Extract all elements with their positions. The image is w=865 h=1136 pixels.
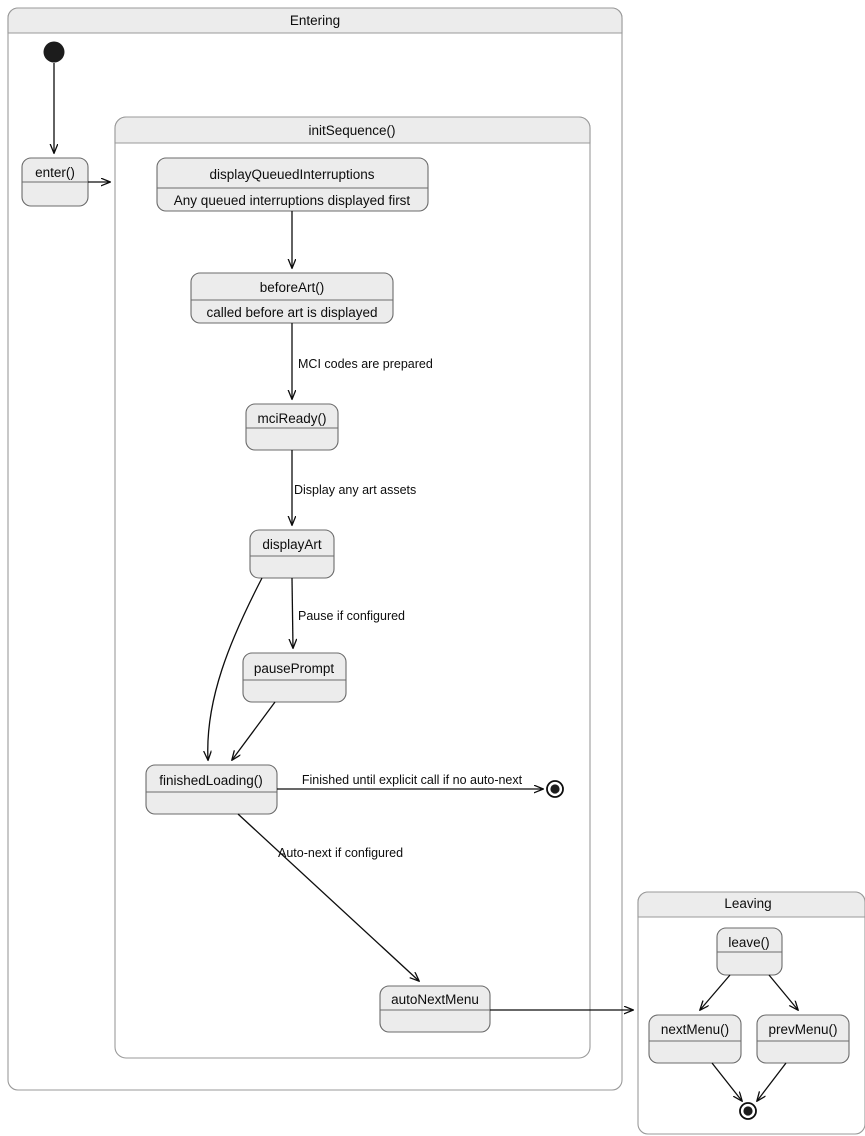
- state-auto-next-menu[interactable]: autoNextMenu: [379, 985, 491, 1033]
- transition-mci-ready-to-display-art: Display any art assets: [292, 450, 416, 525]
- state-prev-menu-box: [756, 1014, 850, 1064]
- transition-before-art-to-mci-ready: MCI codes are prepared: [292, 323, 433, 399]
- final-state-leaving-ring: [739, 1102, 757, 1120]
- state-prev-menu[interactable]: prevMenu(): [756, 1014, 850, 1064]
- transition-next-menu-to-final: [711, 1062, 742, 1101]
- final-state-leaving[interactable]: [739, 1102, 757, 1120]
- edge-label-display-art-assets: Display any art assets: [294, 483, 416, 497]
- state-mci-ready-label: mciReady(): [257, 411, 326, 426]
- state-display-art[interactable]: displayArt: [249, 529, 335, 579]
- final-state-entering-core: [550, 784, 560, 794]
- state-before-art-description: called before art is displayed: [206, 305, 377, 320]
- final-state-leaving-core: [743, 1106, 753, 1116]
- state-before-art-label: beforeArt(): [260, 280, 325, 295]
- edge-label-finished-until-explicit: Finished until explicit call if no auto-…: [302, 773, 523, 787]
- state-before-art[interactable]: beforeArt() called before art is display…: [190, 272, 394, 324]
- transition-leave-to-next-menu: [700, 974, 731, 1010]
- entering-header-band: [7, 7, 623, 34]
- state-display-queued-interruptions-label: displayQueuedInterruptions: [209, 167, 374, 182]
- state-auto-next-menu-box: [379, 985, 491, 1033]
- state-display-queued-interruptions[interactable]: displayQueuedInterruptions Any queued in…: [156, 157, 429, 212]
- init-sequence-title: initSequence(): [308, 123, 395, 138]
- state-enter[interactable]: enter(): [21, 157, 89, 207]
- composite-state-leaving[interactable]: Leaving: [637, 891, 865, 1135]
- state-display-art-label: displayArt: [262, 537, 322, 552]
- transition-display-art-to-pause-prompt: Pause if configured: [292, 577, 405, 648]
- edge-label-auto-next-if-configured: Auto-next if configured: [278, 846, 403, 860]
- transition-finished-loading-to-final: Finished until explicit call if no auto-…: [277, 773, 543, 789]
- transition-prev-menu-to-final: [757, 1062, 787, 1101]
- final-state-entering[interactable]: [546, 780, 564, 798]
- edge-label-mci-prepared: MCI codes are prepared: [298, 357, 433, 371]
- leaving-title: Leaving: [724, 896, 771, 911]
- edge-label-pause-if-configured: Pause if configured: [298, 609, 405, 623]
- composite-state-init-sequence[interactable]: initSequence(): [114, 116, 591, 1059]
- state-enter-label: enter(): [35, 165, 75, 180]
- state-finished-loading[interactable]: finishedLoading(): [145, 764, 278, 815]
- initial-state-icon: [43, 41, 65, 63]
- state-next-menu-label: nextMenu(): [661, 1022, 729, 1037]
- state-leave[interactable]: leave(): [716, 927, 783, 976]
- init-sequence-header-band: [114, 116, 591, 144]
- entering-title: Entering: [290, 13, 340, 28]
- state-next-menu[interactable]: nextMenu(): [648, 1014, 742, 1064]
- state-leave-label: leave(): [728, 935, 769, 950]
- transition-finished-loading-to-auto-next-menu: Auto-next if configured: [237, 813, 419, 981]
- transition-leave-to-prev-menu: [768, 974, 798, 1010]
- state-display-queued-interruptions-description: Any queued interruptions displayed first: [174, 193, 411, 208]
- state-pause-prompt-label: pausePrompt: [254, 661, 335, 676]
- final-state-entering-ring: [546, 780, 564, 798]
- state-prev-menu-label: prevMenu(): [768, 1022, 837, 1037]
- transition-pause-prompt-to-finished-loading: [232, 701, 276, 760]
- state-auto-next-menu-label: autoNextMenu: [391, 992, 479, 1007]
- state-mci-ready[interactable]: mciReady(): [245, 403, 339, 451]
- state-finished-loading-label: finishedLoading(): [159, 773, 263, 788]
- state-next-menu-box: [648, 1014, 742, 1064]
- state-pause-prompt-box: [242, 652, 347, 703]
- initial-state-node[interactable]: [43, 41, 65, 63]
- state-pause-prompt[interactable]: pausePrompt: [242, 652, 347, 703]
- init-sequence-outline: [114, 116, 591, 1059]
- transition-display-art-to-finished-loading: [208, 577, 263, 760]
